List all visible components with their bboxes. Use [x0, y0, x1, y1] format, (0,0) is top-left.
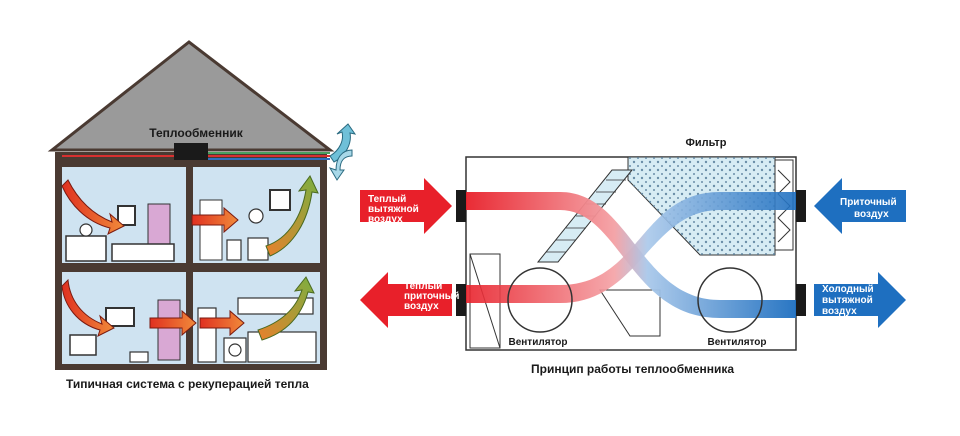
- arrow-cold-exhaust-label: Холодный вытяжной воздух: [822, 284, 876, 317]
- port-top-right: [796, 190, 806, 222]
- warm-supply-line-1: Теплый: [404, 281, 442, 292]
- sofa: [111, 243, 175, 262]
- exchanger-caption: Принцип работы теплообменника: [531, 362, 735, 376]
- heat-exchanger-unit: [174, 143, 208, 160]
- fridge: [197, 307, 217, 363]
- washbasin: [247, 237, 269, 261]
- roof-intake-arrow: [328, 149, 353, 181]
- port-top-left: [456, 190, 466, 222]
- cold-exhaust-line-1: Холодный: [822, 284, 874, 295]
- arrow-cold-exhaust: [814, 272, 906, 328]
- heat-exchanger-label: Теплообменник: [149, 126, 243, 140]
- flow-arrow-mid-bottom: [149, 309, 197, 337]
- arrow-supply-label: Приточный воздух: [840, 197, 899, 220]
- warm-exhaust-line-2: вытяжной: [368, 204, 419, 215]
- chair: [129, 351, 149, 363]
- port-bottom-right: [796, 284, 806, 316]
- arrow-supply: [814, 178, 906, 234]
- fan-right-label: Вентилятор: [707, 337, 766, 348]
- supply-line-1: Приточный: [840, 197, 897, 208]
- window-top-right: [269, 189, 291, 211]
- window-top-left: [117, 205, 136, 226]
- lamp: [79, 223, 93, 237]
- flow-arrow-mid-top: [191, 206, 239, 234]
- flow-arrow-up-bottom: [257, 276, 315, 341]
- flow-arrow-mid-bottom-2: [199, 309, 245, 337]
- flow-cold-to-warm: [466, 192, 796, 303]
- sink: [248, 208, 264, 224]
- arrow-warm-supply-label: Теплый приточный воздух: [404, 281, 462, 312]
- piano: [65, 235, 107, 262]
- wardrobe: [157, 299, 181, 361]
- washing-machine-door: [228, 343, 242, 357]
- house-caption: Типичная система с рекуперацией тепла: [66, 377, 309, 391]
- warm-exhaust-line-3: воздух: [368, 214, 403, 225]
- filter-label: Фильтр: [685, 137, 726, 149]
- warm-supply-line-3: воздух: [404, 301, 439, 312]
- warm-supply-line-2: приточный: [404, 291, 459, 302]
- cold-exhaust-line-2: вытяжной: [822, 295, 873, 306]
- exchanger-diagram: Фильтр Вентилятор Вентилятор: [456, 137, 806, 351]
- port-bottom-left: [456, 284, 466, 316]
- kitchen-lower-cabinets: [247, 331, 317, 363]
- warm-exhaust-line-1: Теплый: [368, 194, 406, 205]
- arrow-warm-exhaust: [360, 178, 452, 234]
- fan-left: [507, 267, 573, 333]
- toilet: [226, 239, 242, 261]
- fan-left-label: Вентилятор: [508, 337, 567, 348]
- bottom-plate: [599, 289, 661, 337]
- arrow-warm-exhaust-label: Теплый вытяжной воздух: [368, 194, 422, 225]
- house-illustration: Теплообменник: [47, 40, 357, 370]
- picture-frame: [105, 307, 135, 327]
- tv: [69, 334, 97, 356]
- flow-arrow-up-top: [265, 175, 319, 257]
- cold-exhaust-line-3: воздух: [822, 306, 857, 317]
- bathroom-cabinet: [199, 199, 223, 261]
- flow-arrow-bottom-left: [61, 278, 115, 337]
- supply-line-2: воздух: [854, 209, 889, 220]
- fan-right: [697, 267, 763, 333]
- side-arrows: Теплый вытяжной воздух Теплый приточный …: [360, 178, 906, 328]
- flow-arrow-top-left: [61, 179, 125, 235]
- arrow-warm-supply: [360, 272, 452, 328]
